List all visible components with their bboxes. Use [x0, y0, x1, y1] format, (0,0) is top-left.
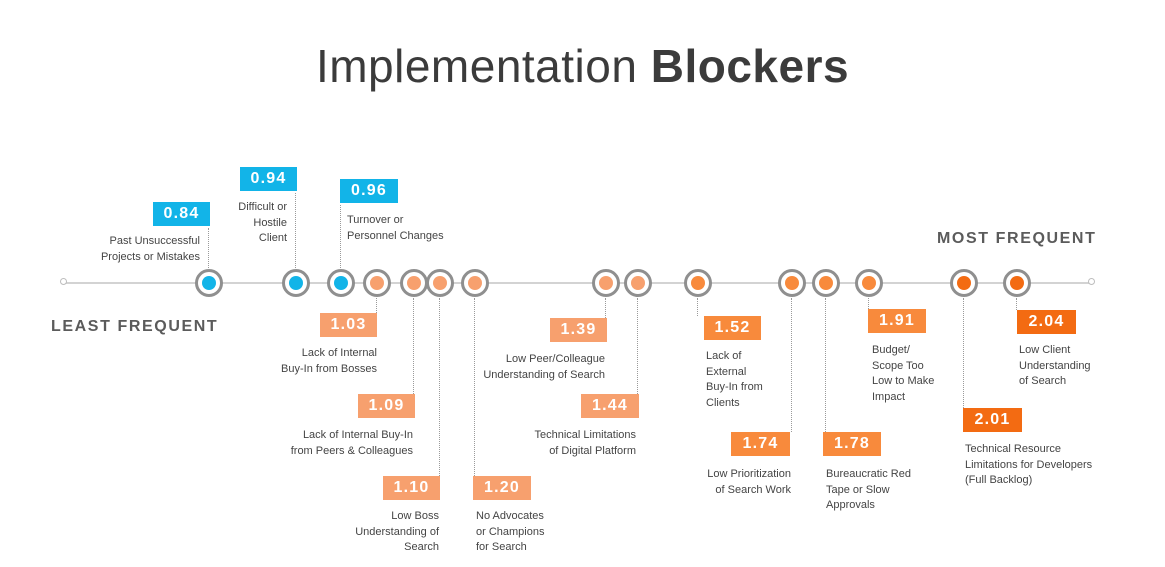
least-frequent-label: LEAST FREQUENT	[51, 318, 219, 335]
blocker-label: Low Prioritization of Search Work	[707, 468, 791, 496]
timeline-marker	[855, 269, 883, 297]
value-badge: 0.94	[240, 167, 297, 191]
timeline-marker	[778, 269, 806, 297]
marker-dot	[202, 276, 216, 290]
blocker-label: Difficult or Hostile Client	[238, 201, 287, 244]
blocker-label: Lack of External Buy-In from Clients	[706, 350, 763, 409]
leader-line	[413, 298, 414, 394]
timeline-marker	[1003, 269, 1031, 297]
leader-line	[637, 298, 638, 394]
timeline-marker	[684, 269, 712, 297]
leader-line	[376, 298, 377, 313]
timeline-marker	[461, 269, 489, 297]
blocker-label: Past Unsuccessful Projects or Mistakes	[100, 235, 200, 263]
leader-line	[605, 298, 606, 318]
timeline-marker	[592, 269, 620, 297]
blocker-label: Bureaucratic Red Tape or Slow Approvals	[826, 468, 911, 511]
marker-dot	[785, 276, 799, 290]
leader-line	[295, 193, 296, 268]
blocker-label: Low Peer/Colleague Understanding of Sear…	[483, 353, 605, 381]
value-badge: 1.09	[358, 394, 415, 418]
frequency-axis-line	[66, 282, 1092, 284]
timeline-marker	[950, 269, 978, 297]
marker-dot	[370, 276, 384, 290]
marker-dot	[862, 276, 876, 290]
leader-line	[439, 298, 440, 476]
marker-dot	[957, 276, 971, 290]
leader-line	[697, 298, 698, 316]
timeline-marker	[327, 269, 355, 297]
leader-line	[1016, 298, 1017, 310]
leader-line	[340, 205, 341, 268]
value-badge: 1.10	[383, 476, 440, 500]
marker-dot	[468, 276, 482, 290]
marker-dot	[289, 276, 303, 290]
timeline-marker	[282, 269, 310, 297]
blocker-label: No Advocates or Champions for Search	[476, 510, 545, 553]
leader-line	[791, 298, 792, 432]
marker-dot	[599, 276, 613, 290]
blocker-label: Lack of Internal Buy-In from Peers & Col…	[290, 429, 413, 457]
leader-line	[963, 298, 964, 408]
marker-dot	[433, 276, 447, 290]
timeline-marker	[624, 269, 652, 297]
value-badge: 1.91	[868, 309, 926, 333]
marker-dot	[631, 276, 645, 290]
axis-end-cap	[1088, 278, 1095, 285]
leader-line	[825, 298, 826, 432]
value-badge: 1.03	[320, 313, 377, 337]
marker-dot	[691, 276, 705, 290]
value-badge: 1.52	[704, 316, 761, 340]
title-bold-part: Blockers	[650, 40, 850, 92]
blocker-label: Lack of Internal Buy-In from Bosses	[281, 347, 377, 375]
value-badge: 1.20	[473, 476, 531, 500]
leader-line	[474, 298, 475, 476]
timeline-marker	[195, 269, 223, 297]
leader-line	[868, 298, 869, 309]
timeline-marker	[812, 269, 840, 297]
blocker-label: Technical Limitations of Digital Platfor…	[534, 429, 637, 457]
blocker-label: Turnover or Personnel Changes	[347, 214, 444, 242]
value-badge: 1.44	[581, 394, 639, 418]
timeline-marker	[400, 269, 428, 297]
marker-dot	[334, 276, 348, 290]
page-title: Implementation Blockers	[0, 36, 1165, 96]
axis-start-cap	[60, 278, 67, 285]
value-badge: 0.84	[153, 202, 210, 226]
leader-line	[208, 228, 209, 268]
blocker-label: Technical Resource Limitations for Devel…	[965, 443, 1093, 486]
value-badge: 1.39	[550, 318, 607, 342]
value-badge: 1.74	[731, 432, 790, 456]
blocker-label: Budget/ Scope Too Low to Make Impact	[872, 344, 935, 403]
value-badge: 0.96	[340, 179, 398, 203]
marker-dot	[819, 276, 833, 290]
blocker-label: Low Client Understanding of Search	[1019, 344, 1091, 387]
marker-dot	[1010, 276, 1024, 290]
value-badge: 1.78	[823, 432, 881, 456]
timeline-marker	[363, 269, 391, 297]
most-frequent-label: MOST FREQUENT	[937, 230, 1097, 247]
value-badge: 2.04	[1017, 310, 1076, 334]
timeline-marker	[426, 269, 454, 297]
value-badge: 2.01	[963, 408, 1022, 432]
marker-dot	[407, 276, 421, 290]
blocker-label: Low Boss Understanding of Search	[355, 510, 439, 553]
title-light-part: Implementation	[315, 40, 651, 92]
